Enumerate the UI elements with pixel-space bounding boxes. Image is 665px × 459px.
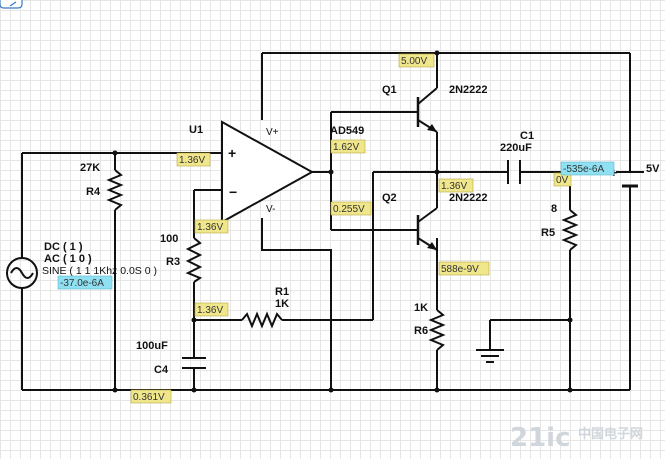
- battery[interactable]: [616, 170, 644, 188]
- ac-source[interactable]: [6, 257, 38, 289]
- label-opamp-minus: −: [229, 184, 237, 200]
- svg-text:1.36V: 1.36V: [179, 155, 205, 166]
- label-r3-value: 100: [160, 233, 178, 245]
- probe-c1-current[interactable]: -535e-6A: [560, 161, 615, 176]
- probe-feedback-node[interactable]: 1.36V: [194, 302, 229, 317]
- toolbar-button-fragment[interactable]: [0, 0, 23, 9]
- label-q1-model: 2N2222: [449, 84, 488, 96]
- label-q2: Q2: [382, 192, 397, 204]
- svg-text:588e-9V: 588e-9V: [441, 264, 479, 275]
- label-c4: C4: [154, 364, 169, 376]
- sine-wave-icon: [10, 267, 34, 279]
- label-r1-value: 1K: [275, 298, 289, 310]
- label-vminus: V-: [266, 204, 275, 215]
- svg-text:1.62V: 1.62V: [333, 142, 359, 153]
- label-r6: R6: [414, 325, 428, 337]
- svg-text:0.361V: 0.361V: [133, 392, 165, 403]
- svg-text:1.36V: 1.36V: [197, 305, 223, 316]
- label-opamp-plus: +: [228, 145, 236, 161]
- capacitor-c1[interactable]: [507, 160, 521, 184]
- label-source-ac: AC ( 1 0 ): [44, 253, 92, 265]
- watermark: 21ic 中国电子网: [510, 423, 643, 453]
- probe-q2-base[interactable]: 0.255V: [330, 201, 372, 216]
- resistor-r3[interactable]: [185, 237, 203, 283]
- svg-text:1.36V: 1.36V: [441, 181, 467, 192]
- opamp-u1[interactable]: [221, 120, 315, 224]
- svg-text:-37.0e-6A: -37.0e-6A: [60, 278, 104, 289]
- svg-text:5.00V: 5.00V: [401, 56, 427, 67]
- svg-text:0.255V: 0.255V: [333, 204, 365, 215]
- label-q2-model: 2N2222: [449, 192, 488, 204]
- watermark-sub: 中国电子网: [578, 426, 643, 442]
- label-r1: R1: [275, 286, 289, 298]
- label-opamp-model: AD549: [330, 125, 364, 137]
- probe-q1-base[interactable]: 1.62V: [330, 139, 366, 154]
- capacitor-c4[interactable]: [182, 355, 206, 375]
- transistor-q2[interactable]: [416, 196, 438, 251]
- label-q1: Q1: [382, 84, 397, 96]
- svg-text:1.36V: 1.36V: [197, 222, 223, 233]
- ac-source-circle: [6, 257, 38, 289]
- label-c1: C1: [520, 130, 534, 142]
- probe-emitter-node[interactable]: 1.36V: [438, 178, 474, 193]
- resistor-r6[interactable]: [428, 309, 446, 351]
- probe-noninv-input[interactable]: 1.36V: [176, 152, 211, 167]
- probe-supply[interactable]: 5.00V: [398, 53, 435, 68]
- label-r5-value: 8: [551, 203, 557, 215]
- q2-emitter-arrow: [427, 242, 437, 250]
- label-r3: R3: [166, 256, 180, 268]
- label-source-dc: DC ( 1 ): [44, 241, 83, 253]
- transistor-q1[interactable]: [416, 87, 438, 133]
- ground-symbol: [476, 349, 504, 363]
- probe-source-current[interactable]: -37.0e-6A: [57, 275, 113, 290]
- q1-emitter-arrow: [427, 124, 437, 132]
- label-c4-value: 100uF: [136, 340, 168, 352]
- resistor-r1[interactable]: [241, 311, 283, 329]
- svg-text:0V: 0V: [556, 175, 569, 186]
- probe-r6-current[interactable]: 588e-9V: [438, 261, 490, 276]
- label-u1: U1: [189, 124, 203, 136]
- label-r5: R5: [541, 227, 555, 239]
- watermark-brand: 21ic: [510, 423, 571, 453]
- label-r4-value: 27K: [80, 162, 100, 174]
- label-source-sine: SINE ( 1 1 1Khz 0.0S 0 ): [42, 265, 157, 277]
- label-r6-value: 1K: [414, 302, 428, 314]
- probe-inv-input[interactable]: 1.36V: [194, 219, 229, 234]
- probe-ground-rail[interactable]: 0.361V: [130, 389, 172, 404]
- resistor-r5[interactable]: [561, 209, 579, 251]
- label-r4: R4: [86, 186, 101, 198]
- label-battery-value: 5V: [646, 163, 660, 175]
- wire-vminus: [261, 218, 332, 390]
- resistor-r4[interactable]: [106, 169, 124, 211]
- label-vplus: V+: [266, 127, 279, 138]
- junction-dots: [112, 50, 573, 393]
- svg-text:-535e-6A: -535e-6A: [563, 164, 604, 175]
- wires: [21, 52, 631, 391]
- label-c1-value: 220uF: [500, 142, 532, 154]
- pencil-icon: [9, 1, 17, 7]
